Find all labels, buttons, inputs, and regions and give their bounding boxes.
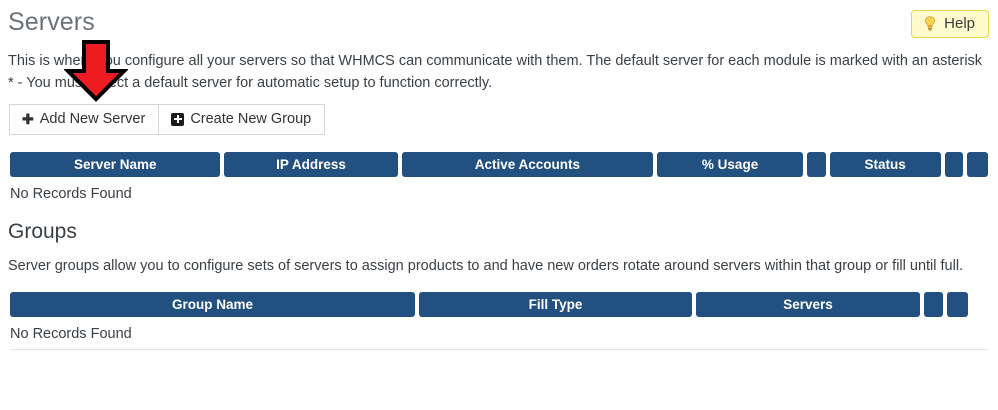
servers-col-active-accounts[interactable]: Active Accounts xyxy=(401,152,654,177)
groups-empty-message: No Records Found xyxy=(10,326,132,342)
servers-col-spacer-2 xyxy=(944,152,964,177)
groups-table-header-row: Group Name Fill Type Servers xyxy=(10,292,988,317)
groups-col-spacer-1 xyxy=(924,292,943,317)
groups-col-spacer-2 xyxy=(947,292,968,317)
groups-table: Group Name Fill Type Servers No Records … xyxy=(10,292,988,350)
groups-col-fill-type[interactable]: Fill Type xyxy=(419,292,692,317)
plus-icon: ✚ xyxy=(22,111,34,127)
action-button-group: ✚ Add New Server Create New Group xyxy=(9,104,326,135)
servers-col-ip-address[interactable]: IP Address xyxy=(224,152,398,177)
create-new-group-button[interactable]: Create New Group xyxy=(158,104,326,135)
help-button[interactable]: Help xyxy=(911,10,989,38)
lightbulb-icon xyxy=(923,16,937,31)
servers-table-header-row: Server Name IP Address Active Accounts %… xyxy=(10,152,988,177)
add-new-server-label: Add New Server xyxy=(39,111,146,127)
servers-col-status[interactable]: Status xyxy=(829,152,941,177)
servers-table: Server Name IP Address Active Accounts %… xyxy=(10,152,988,204)
groups-col-servers[interactable]: Servers xyxy=(696,292,920,317)
servers-col-server-name[interactable]: Server Name xyxy=(10,152,221,177)
plus-square-icon xyxy=(171,112,185,126)
intro-text: This is where you configure all your ser… xyxy=(8,53,983,91)
help-button-label: Help xyxy=(944,15,975,32)
add-new-server-button[interactable]: ✚ Add New Server xyxy=(9,104,160,135)
groups-heading: Groups xyxy=(8,220,77,243)
create-new-group-label: Create New Group xyxy=(190,111,312,127)
servers-empty-message: No Records Found xyxy=(10,186,132,202)
page-title: Servers xyxy=(8,8,95,36)
groups-col-group-name[interactable]: Group Name xyxy=(10,292,415,317)
bottom-divider xyxy=(10,349,988,350)
servers-col-usage[interactable]: % Usage xyxy=(657,152,803,177)
servers-col-spacer-3 xyxy=(967,152,988,177)
servers-col-spacer-1 xyxy=(806,152,826,177)
groups-intro-text: Server groups allow you to configure set… xyxy=(8,258,964,274)
